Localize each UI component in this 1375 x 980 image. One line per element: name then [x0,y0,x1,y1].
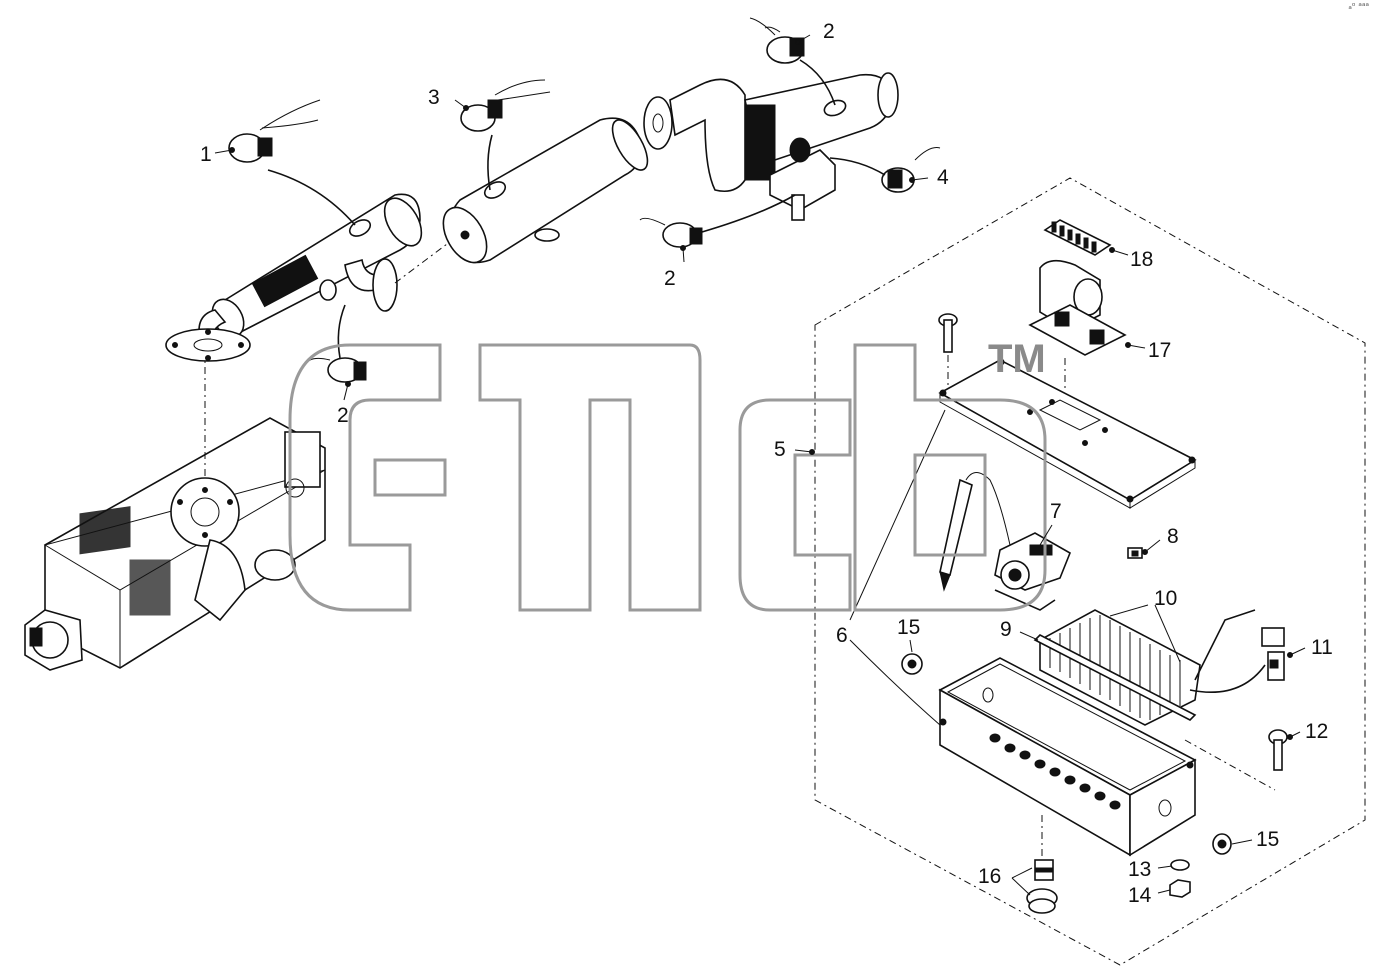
watermark-logo: TM [288,337,1047,612]
thermostat-switch [994,532,1072,611]
nut-and-washer [1169,859,1191,898]
control-box-lid [938,358,1197,509]
control-box-enclosure-outline [814,177,1366,966]
limit-switch [1261,627,1285,681]
trademark-symbol: TM [988,337,1046,381]
callout-12: 12 [1305,720,1328,743]
callout-4: 4 [937,166,949,189]
clamp-4 [829,147,941,193]
clamp-2-lower [304,304,367,383]
heater-tube-3 [643,72,899,221]
clamp-2-middle [639,194,796,248]
control-box-housing [938,657,1197,857]
grommet-right [1212,833,1232,855]
callout-1: 1 [200,143,212,166]
callout-11: 11 [1311,636,1333,659]
callout-5: 5 [774,438,786,461]
callout-dots [229,39,1293,740]
clamp-1 [228,99,356,226]
clamp-3 [460,79,551,191]
heater-tube-1 [165,193,423,362]
cable-gland [1026,859,1058,914]
leader-6-lower [849,639,941,726]
callout-6: 6 [836,624,848,647]
bolt-top [938,313,958,353]
thermostat-probe [939,472,1011,592]
callout-17: 17 [1148,339,1171,362]
small-clip [1127,547,1143,559]
callout-2-top: 2 [823,20,835,43]
bolt-side [1268,729,1288,771]
callout-15-right: 15 [1256,828,1279,851]
burner-unit [24,417,326,671]
callout-18: 18 [1130,248,1153,271]
callout-10: 10 [1154,587,1177,610]
callout-15-left: 15 [897,616,920,639]
axis-line-h1-h2 [394,237,456,284]
axis-line-bolt-side [1184,739,1276,791]
callout-2-lower: 2 [337,404,349,427]
callout-2-middle: 2 [664,267,676,290]
heating-element [1033,609,1266,726]
terminal-strip [1043,219,1112,256]
callout-16: 16 [978,865,1001,888]
callout-labels: 1 2 2 2 3 4 5 6 7 8 9 10 11 12 13 14 15 … [200,20,1333,907]
callout-14: 14 [1128,884,1152,907]
callout-3: 3 [428,86,440,109]
relay-module [1028,259,1127,356]
leader-6-upper [849,409,946,621]
callout-7: 7 [1050,500,1062,523]
grommet-left [901,653,923,675]
heater-tube-2 [442,117,649,264]
callout-8: 8 [1167,525,1179,548]
corner-mark: ₐᵒ ᵃᵃᵃ [1348,2,1369,12]
callout-9: 9 [1000,618,1012,641]
callout-13: 13 [1128,858,1151,881]
